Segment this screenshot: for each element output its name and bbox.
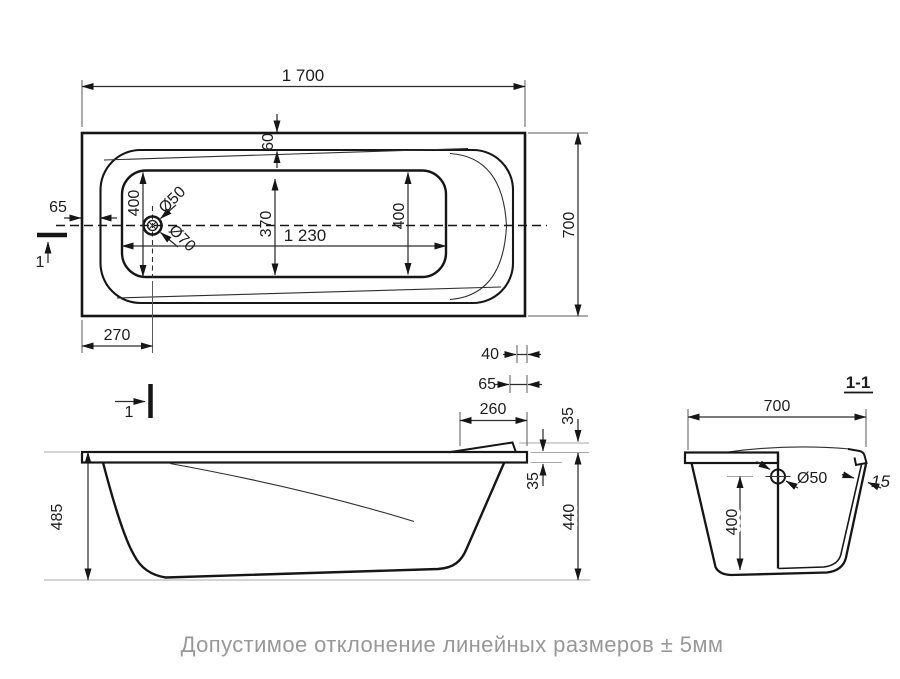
dim-label-60: 60 bbox=[260, 133, 277, 151]
plan-outer-edge bbox=[80, 131, 527, 318]
dim-label-700-plan: 700 bbox=[561, 212, 578, 239]
section-back-rim-line bbox=[723, 446, 851, 454]
dim-section-width: 700 bbox=[687, 398, 867, 450]
side-rim-bar bbox=[80, 450, 529, 464]
dim-overflow-offsets: 40 65 bbox=[478, 345, 542, 393]
drain-cross bbox=[148, 221, 157, 230]
dim-label-40: 40 bbox=[481, 346, 499, 363]
dim-label-270: 270 bbox=[104, 327, 131, 344]
dim-overall-width: 700 bbox=[528, 132, 588, 317]
section-mark-plan: 1 bbox=[36, 232, 67, 271]
dim-label-35-headrest: 35 bbox=[560, 407, 577, 425]
section-title: 1-1 bbox=[846, 373, 871, 392]
dim-label-400-section: 400 bbox=[724, 509, 741, 536]
section-mark-side: 1 bbox=[115, 384, 153, 421]
dim-rim-thickness: 35 bbox=[525, 429, 547, 490]
dim-inner-depth: 440 bbox=[558, 452, 582, 581]
dim-label-400-left: 400 bbox=[126, 190, 143, 217]
plan-slope-line-top bbox=[103, 147, 469, 161]
plan-rim-edge bbox=[99, 148, 515, 305]
dim-label-35-rim: 35 bbox=[525, 472, 542, 490]
dim-label-485: 485 bbox=[49, 504, 66, 531]
section-rim-hook bbox=[847, 448, 868, 467]
dim-label-15: 15 bbox=[871, 472, 890, 491]
dim-label-1230: 1 230 bbox=[284, 226, 327, 245]
side-interior-line bbox=[169, 462, 415, 523]
dim-label-65-offset: 65 bbox=[478, 376, 496, 393]
dim-drain-height: 400 bbox=[721, 475, 753, 571]
dim-label-440: 440 bbox=[561, 504, 578, 531]
label-section-drain-diameter: Ø50 bbox=[797, 470, 827, 487]
dim-label-370: 370 bbox=[258, 211, 275, 238]
plan-slope-line-bottom bbox=[116, 286, 502, 299]
dim-rim-gap-top: 60 bbox=[260, 114, 281, 168]
headrest-profile bbox=[448, 441, 517, 454]
section-inner-shell bbox=[778, 464, 863, 570]
tolerance-caption: Допустимое отклонение линейных размеров … bbox=[181, 632, 724, 657]
dim-overall-length: 1 700 bbox=[81, 66, 526, 127]
section-outer-shell bbox=[690, 462, 868, 577]
side-body-profile bbox=[101, 462, 506, 579]
dim-label-260: 260 bbox=[480, 401, 507, 418]
dim-inner-width-middle: 370 bbox=[258, 178, 279, 276]
section-drain: Ø50 bbox=[756, 460, 827, 490]
dim-wall-thickness: 15 bbox=[841, 471, 890, 491]
dim-label-700-section: 700 bbox=[764, 398, 791, 415]
dim-label-400-right: 400 bbox=[391, 203, 408, 230]
side-view: 1 485 260 35 35 440 bbox=[44, 384, 590, 581]
dim-label-1700: 1 700 bbox=[282, 66, 325, 85]
dim-inner-width-at-drain: 400 bbox=[126, 172, 147, 277]
dim-label-65-left: 65 bbox=[49, 199, 67, 216]
dim-headrest-rise: 35 bbox=[560, 407, 582, 442]
dim-overall-height: 485 bbox=[49, 451, 92, 581]
dim-edge-gap-left: 65 bbox=[49, 199, 117, 222]
dim-drain-from-left: 270 bbox=[81, 281, 153, 353]
plan-basin-edge bbox=[120, 169, 448, 279]
dim-headrest-length: 260 bbox=[459, 401, 528, 446]
section-mark-label-plan: 1 bbox=[36, 254, 45, 271]
section-view: 1-1 700 Ø50 15 bbox=[683, 373, 890, 577]
dim-inner-width-right: 400 bbox=[391, 172, 412, 275]
section-mark-label-side: 1 bbox=[125, 404, 134, 421]
drain-inner-circle bbox=[146, 219, 159, 232]
